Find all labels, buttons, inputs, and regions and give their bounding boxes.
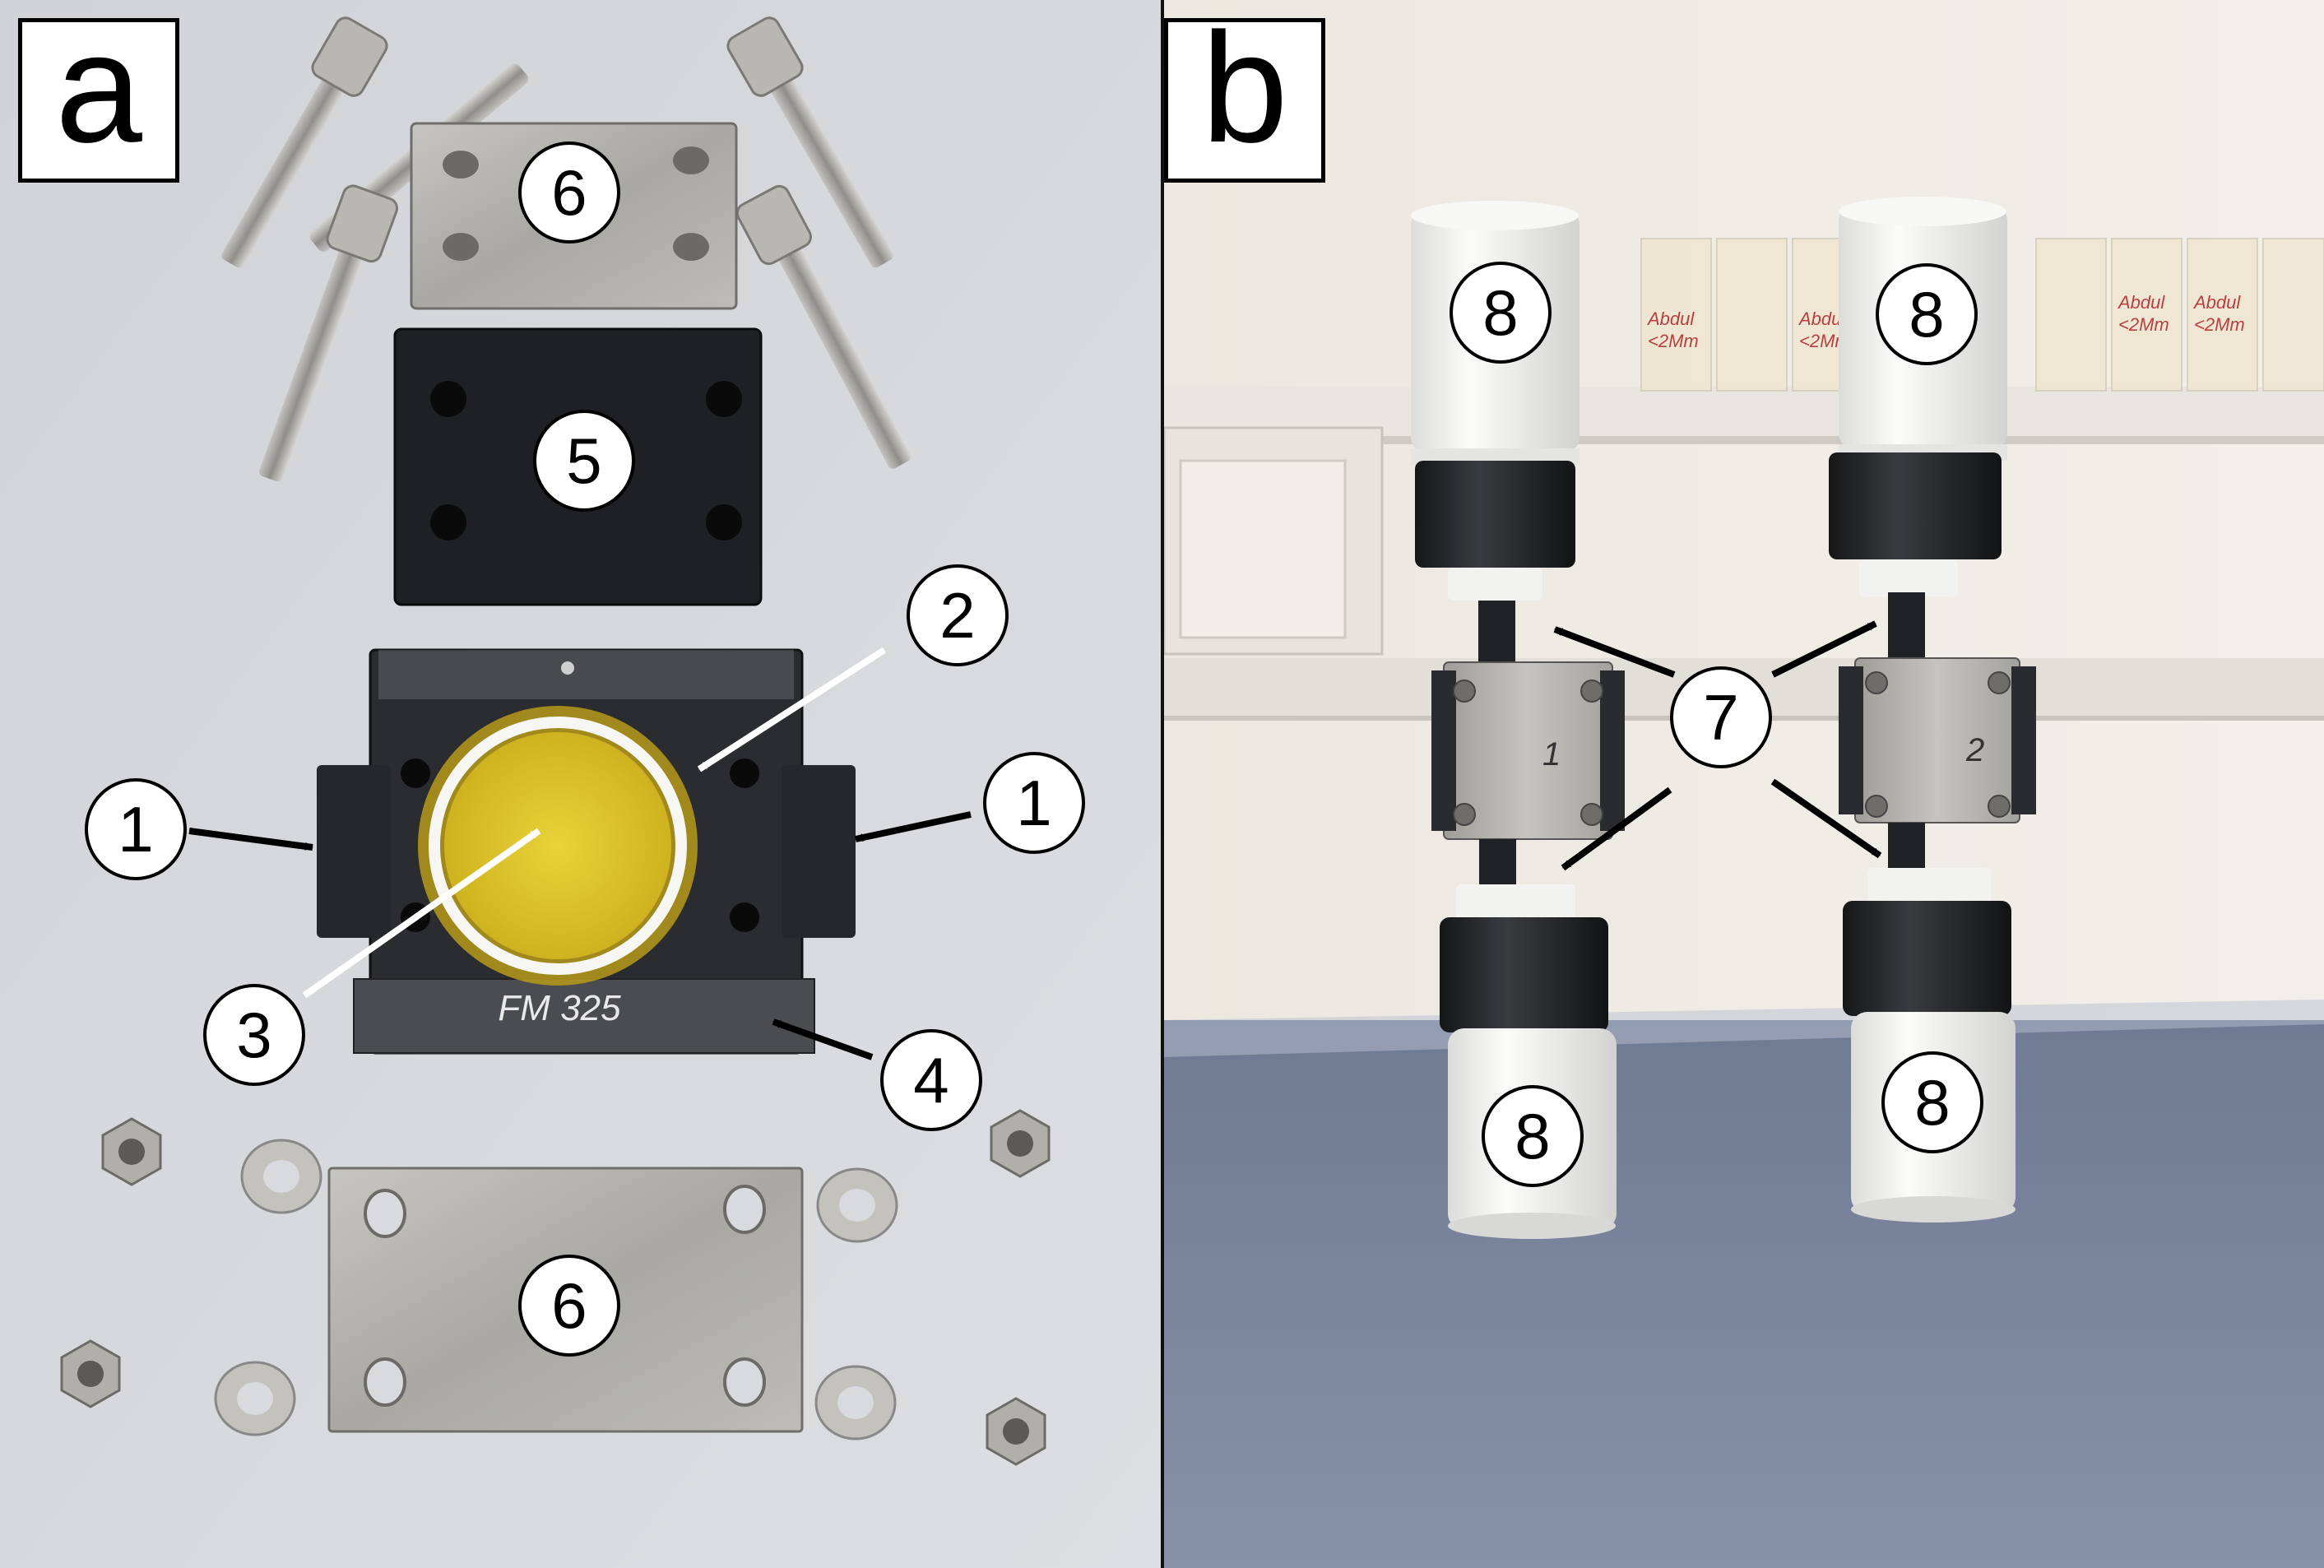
vial-label: Abdul: [2192, 292, 2241, 313]
callout-6-top: 6: [518, 141, 620, 244]
connector-tube: [1888, 592, 1925, 666]
washer: [814, 1365, 897, 1440]
cell-assembly-1: 1: [1411, 201, 1625, 1239]
bolt-mid-right: [735, 184, 911, 469]
panel-b: Abdul <2Mm Abdul <2Mm Abdul <2Mm Abdul <…: [1164, 0, 2324, 1568]
bolt-top-right: [726, 16, 893, 268]
wall-socket: [1164, 426, 1384, 656]
hex-nut: [101, 1117, 162, 1186]
plate-engraving: FM 325: [498, 988, 621, 1028]
vial-label: <2Mm: [2118, 314, 2169, 335]
washer: [816, 1167, 898, 1243]
callout-6-bottom: 6: [518, 1255, 620, 1357]
cell-number: 1: [1542, 736, 1561, 772]
bolt-top-left: [221, 16, 388, 268]
callout-7: 7: [1670, 666, 1772, 768]
arrow-callout-4: [772, 1018, 874, 1060]
vial-label: Abdul: [1646, 308, 1695, 329]
callout-4: 4: [880, 1029, 982, 1131]
panel-label-b: b: [1164, 10, 1325, 183]
panel-divider: [1161, 0, 1164, 1568]
callout-8-top-right: 8: [1876, 263, 1978, 365]
callout-1-left: 1: [85, 778, 187, 880]
callout-5: 5: [533, 410, 635, 512]
vial-label: Abdul: [1798, 308, 1846, 329]
callout-8-bottom-right: 8: [1881, 1051, 1983, 1153]
callout-2: 2: [907, 564, 1009, 666]
hex-nut: [60, 1339, 121, 1408]
arrow-callout-7: [1553, 626, 1676, 678]
arrow-callout-7: [1771, 620, 1877, 678]
panel-label-a: a: [18, 10, 179, 183]
panel-a: FM 325: [0, 0, 1161, 1568]
vial-label: <2Mm: [2194, 314, 2245, 335]
cell-number: 2: [1965, 732, 1984, 768]
vial-label: <2Mm: [1648, 331, 1699, 351]
panel-a-photo: FM 325: [0, 0, 1161, 1568]
arrow-callout-1-left: [188, 828, 313, 851]
arrow-callout-2: [697, 647, 887, 772]
hex-nut: [986, 1397, 1046, 1466]
bolt-mid-left: [258, 184, 399, 482]
screw-cap: [1829, 452, 2002, 559]
connector-tube: [1478, 601, 1515, 670]
vial-row: [1640, 238, 2324, 392]
screw-cap: [1440, 917, 1608, 1032]
callout-1-right: 1: [983, 752, 1085, 854]
callout-8-top-left: 8: [1450, 262, 1552, 364]
vial-label: Abdul: [2117, 292, 2165, 313]
arrow-callout-3: [302, 828, 541, 999]
washer: [214, 1361, 296, 1436]
callout-3: 3: [203, 984, 305, 1086]
callout-8-bottom-left: 8: [1482, 1085, 1584, 1187]
panel-b-photo: Abdul <2Mm Abdul <2Mm Abdul <2Mm Abdul <…: [1164, 0, 2324, 1568]
bench-surface: [1164, 1020, 2324, 1568]
arrow-callout-7: [1561, 786, 1672, 871]
hex-nut: [990, 1109, 1051, 1178]
washer: [240, 1139, 322, 1214]
arrow-callout-1-right: [855, 811, 972, 842]
screw-cap: [1415, 461, 1575, 568]
screw-cap: [1843, 901, 2011, 1016]
arrow-callout-7: [1770, 778, 1882, 859]
cell-body: [317, 648, 856, 1055]
